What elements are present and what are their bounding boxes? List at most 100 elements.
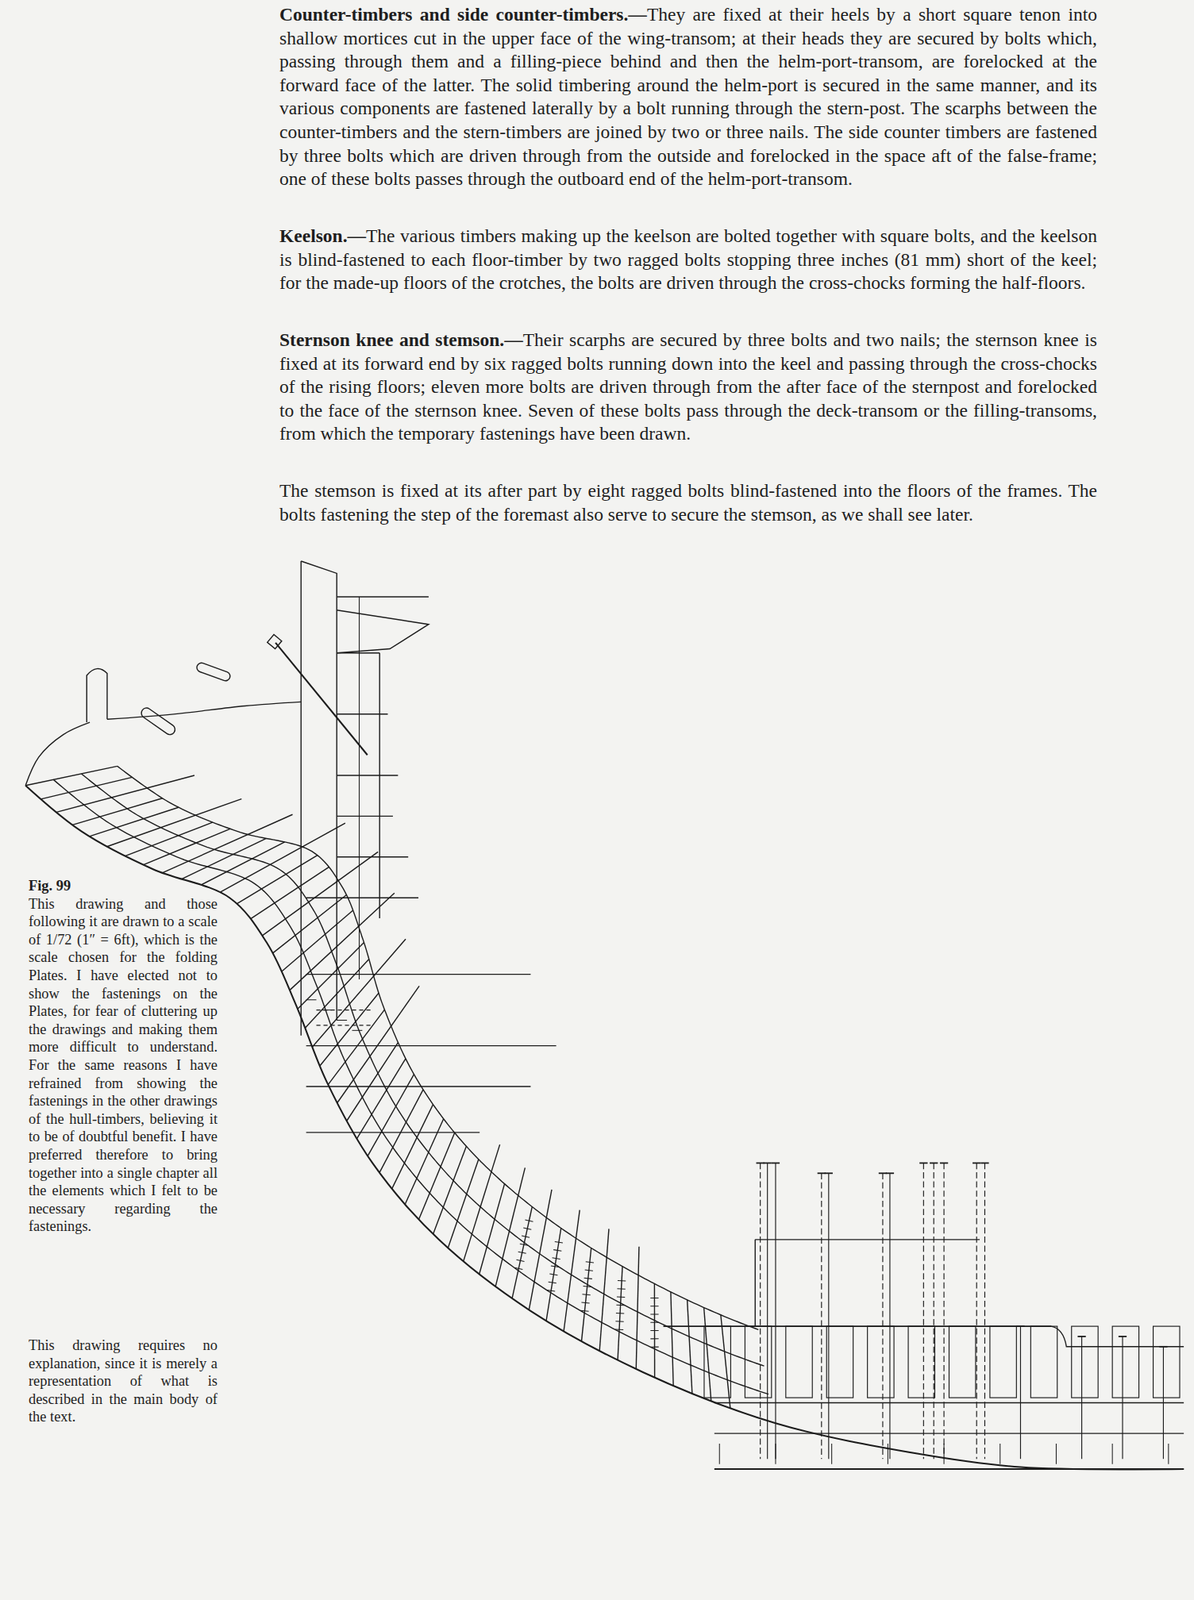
bolt-head xyxy=(939,1163,948,1165)
bolt-mark xyxy=(351,1030,363,1032)
bolt-mark xyxy=(999,1444,1001,1465)
bolt-head xyxy=(885,1172,894,1175)
paragraph-text: This drawing requires no explanation, si… xyxy=(28,1337,218,1426)
figure-number: Fig. 99 xyxy=(28,877,218,896)
keel-line xyxy=(714,1432,1184,1434)
keel-bolt xyxy=(882,1173,883,1460)
keel-bolt xyxy=(774,1163,776,1460)
bolt-head xyxy=(756,1163,765,1165)
bolt-head xyxy=(1118,1336,1127,1338)
bolt-head xyxy=(824,1172,833,1175)
keel-bottom xyxy=(714,1468,1184,1471)
floor-timber xyxy=(989,1326,1017,1399)
keel-bolt xyxy=(984,1163,986,1460)
frame-timber xyxy=(379,1090,424,1174)
keel-bolt xyxy=(1081,1336,1083,1460)
frame-timber xyxy=(346,1043,399,1122)
frame-timber xyxy=(25,766,118,786)
keel-bolt xyxy=(828,1173,829,1460)
bolt xyxy=(315,1024,373,1026)
frame-timber xyxy=(433,1146,467,1235)
frame-timber xyxy=(687,1300,693,1395)
frame-timber xyxy=(404,1119,444,1206)
frame-timber xyxy=(219,823,345,893)
keel-bolt xyxy=(923,1163,925,1460)
body-paragraph: Keelson.—The various timbers making up t… xyxy=(279,224,1098,296)
paragraph-text: The stemson is fixed at its after part b… xyxy=(279,480,1098,525)
bolt-head xyxy=(1016,1325,1025,1328)
bolt-mark xyxy=(548,1282,557,1284)
floor-timber xyxy=(908,1326,935,1399)
frame-timber xyxy=(273,895,347,954)
bolt-mark xyxy=(585,1262,594,1264)
bolt-head xyxy=(817,1172,826,1175)
transom xyxy=(336,652,380,654)
keel-bolt xyxy=(889,1173,890,1460)
transom xyxy=(306,974,532,975)
paragraph-text: The various timbers making up the keelso… xyxy=(279,225,1098,293)
bolt-head xyxy=(919,1163,928,1165)
transom xyxy=(336,596,429,597)
bolt-mark xyxy=(581,1294,590,1296)
bolt-mark xyxy=(553,1250,562,1252)
keel-bolt xyxy=(820,1173,822,1460)
floor-timber xyxy=(1071,1326,1098,1399)
bolt-mark xyxy=(523,1228,532,1230)
run-in-heading: Counter-timbers and side counter-timbers… xyxy=(279,3,648,25)
port-opening xyxy=(195,662,232,683)
bolt-head xyxy=(1077,1336,1086,1338)
frame-timber xyxy=(124,822,212,856)
keel-bolt xyxy=(1163,1347,1164,1460)
transom xyxy=(306,1086,532,1087)
bolt-head xyxy=(980,1163,989,1165)
counter-top xyxy=(25,722,90,786)
frame-timber xyxy=(107,799,243,848)
run-in-heading: Sternson knee and stemson.— xyxy=(279,329,524,351)
keel-bolt xyxy=(976,1163,978,1460)
stern-timber-head xyxy=(86,669,108,724)
bolt-head xyxy=(929,1163,938,1165)
bolt-mark xyxy=(585,1270,594,1272)
transom xyxy=(306,897,419,899)
frame-timber xyxy=(447,1159,479,1249)
paragraph-text: This drawing and those following it are … xyxy=(28,896,218,1236)
bolt-head xyxy=(878,1172,887,1175)
bolt-mark xyxy=(719,1444,721,1465)
transom xyxy=(306,1132,481,1133)
frame-timber xyxy=(289,893,395,990)
frame-timber xyxy=(337,986,420,1103)
frame-timber xyxy=(392,1105,434,1190)
floor-timber xyxy=(704,1326,731,1399)
figure-caption: Fig. 99This drawing and those following … xyxy=(28,877,218,1237)
transom xyxy=(336,713,388,715)
run-in-heading: Keelson.— xyxy=(279,225,366,247)
floor-timber xyxy=(785,1326,813,1399)
bolt-mark xyxy=(616,1296,625,1298)
bolt-mark xyxy=(650,1313,659,1315)
transom xyxy=(306,1045,557,1047)
frame-timber xyxy=(463,1144,501,1262)
body-paragraph: Sternson knee and stemson.—Their scarphs… xyxy=(279,328,1098,447)
sternpost xyxy=(358,597,360,980)
deck-transom xyxy=(336,610,429,654)
bolt-head xyxy=(771,1163,780,1165)
bolt-mark xyxy=(336,1020,347,1021)
bolt xyxy=(315,1009,373,1011)
frame-timber xyxy=(670,1292,674,1387)
figure-caption: This drawing requires no explanation, si… xyxy=(28,1336,218,1427)
frame-timber xyxy=(56,775,195,813)
port-opening xyxy=(139,706,178,738)
bolt-mark xyxy=(514,1267,523,1270)
bolt-mark xyxy=(616,1288,625,1291)
frame-timber xyxy=(237,855,318,905)
bolt-mark xyxy=(1055,1444,1057,1465)
bolt-mark xyxy=(580,1310,589,1312)
bolt-head xyxy=(1159,1346,1168,1349)
bolt-mark xyxy=(650,1330,659,1332)
frame-timber xyxy=(72,798,162,826)
transom xyxy=(336,856,409,858)
keel-bolt xyxy=(1121,1336,1123,1460)
bolt-mark xyxy=(518,1251,527,1254)
keel-bolt xyxy=(759,1163,761,1460)
frame-timber xyxy=(704,1308,712,1402)
